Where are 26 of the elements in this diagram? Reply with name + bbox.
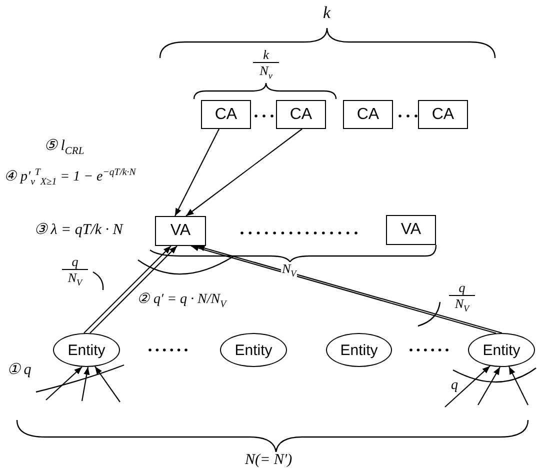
process-box: CA	[276, 100, 326, 129]
entity-ellipse: Entity	[468, 333, 535, 367]
arrow	[174, 128, 220, 216]
math-label: N$_{V}$	[66, 271, 84, 288]
process-box: CA	[343, 100, 393, 129]
math-label: N$_{v}$	[258, 64, 274, 81]
math-label: ① q	[6, 362, 32, 378]
process-box: CA	[201, 100, 251, 129]
arrow	[508, 366, 528, 406]
math-label: N$_{V}$	[454, 297, 470, 314]
math-label: N(= N′)	[244, 452, 294, 468]
arrow	[46, 366, 82, 400]
entity-ellipse: Entity	[326, 333, 392, 367]
arrow	[81, 366, 90, 402]
entity-ellipse: Entity	[53, 333, 120, 367]
arrow	[444, 366, 490, 408]
process-box: VA	[155, 216, 206, 246]
math-label: ③ λ = qT/k · N	[33, 222, 124, 238]
process-box: CA	[418, 100, 468, 129]
math-label: N$_{V}$	[281, 262, 298, 279]
arrow	[186, 128, 302, 216]
math-label: k	[253, 48, 279, 64]
arrow	[478, 366, 500, 406]
entity-ellipse: Entity	[220, 333, 287, 367]
process-box: VA	[386, 215, 436, 245]
arrow	[94, 366, 120, 402]
